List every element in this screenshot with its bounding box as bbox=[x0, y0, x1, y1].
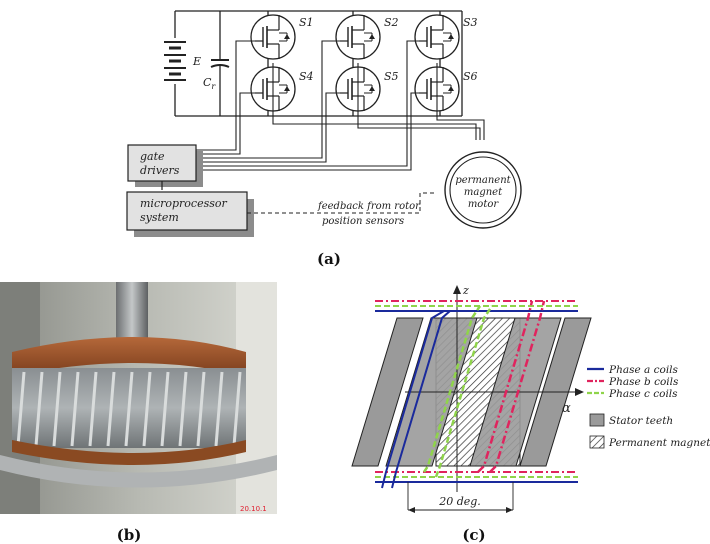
caption-c: (c) bbox=[462, 526, 485, 544]
battery-symbol bbox=[162, 38, 188, 84]
caption-b: (b) bbox=[117, 526, 142, 544]
phase-b-coil-1 bbox=[477, 300, 534, 473]
feedback-line bbox=[247, 192, 436, 214]
switch-s4-label: S4 bbox=[299, 70, 314, 83]
motor-symbol bbox=[444, 151, 522, 229]
legend-swatch-magnet bbox=[589, 435, 605, 449]
switch-s3-label: S3 bbox=[463, 16, 478, 29]
alpha-axis-label: α bbox=[562, 401, 571, 416]
legend-label-stator: Stator teeth bbox=[609, 415, 673, 427]
switch-s1-label: S1 bbox=[299, 16, 314, 29]
switch-s3-icon bbox=[414, 14, 460, 60]
phase-c-coil-1 bbox=[434, 305, 494, 478]
z-axis-label: z bbox=[462, 284, 469, 297]
switch-s2-label: S2 bbox=[384, 16, 399, 29]
microprocessor-label-1: microprocessor bbox=[140, 197, 227, 210]
photo-stamp: 20.10.1 bbox=[240, 505, 267, 513]
gate-drivers-label-1: gate bbox=[140, 150, 165, 163]
motor-label-1: permanent bbox=[455, 175, 511, 186]
gate-wires bbox=[196, 40, 419, 171]
phase-a-coil-1 bbox=[381, 310, 445, 489]
legend-swatch-stator bbox=[589, 413, 605, 427]
legend: Phase a coils Phase b coils Phase c coil… bbox=[587, 364, 710, 449]
phase-a-coil-2 bbox=[391, 310, 451, 489]
microprocessor-label-2: system bbox=[140, 211, 179, 224]
phase-b-coil-2 bbox=[489, 300, 546, 473]
legend-label-magnet: Permanent magnet bbox=[608, 437, 710, 449]
feedback-label-1: feedback from rotor bbox=[317, 201, 421, 212]
stator-tooth-left bbox=[351, 317, 424, 467]
motor-label-3: motor bbox=[468, 199, 500, 210]
legend-label-phase-b: Phase b coils bbox=[608, 376, 679, 388]
motor-label-2: magnet bbox=[464, 187, 503, 198]
angle-label: 20 deg. bbox=[438, 495, 481, 508]
switch-s5-label: S5 bbox=[384, 70, 399, 83]
panel-c-diagram: 20 deg. z α bbox=[351, 284, 592, 513]
motor-wires bbox=[272, 63, 485, 140]
microprocessor-box bbox=[126, 191, 248, 231]
legend-label-phase-c: Phase c coils bbox=[608, 388, 678, 400]
phase-c-coil-2 bbox=[422, 305, 482, 473]
feedback-label-2: position sensors bbox=[322, 216, 404, 227]
panel-b-photo: 20.10.1 bbox=[0, 282, 277, 514]
capacitor-symbol bbox=[210, 59, 230, 68]
battery-label: E bbox=[192, 55, 201, 68]
caption-a: (a) bbox=[317, 250, 341, 268]
capacitor-label: Cr bbox=[203, 76, 216, 91]
legend-label-phase-a: Phase a coils bbox=[608, 364, 679, 376]
switch-s6-label: S6 bbox=[463, 70, 478, 83]
switch-s2-icon bbox=[335, 14, 381, 60]
switch-s1-icon bbox=[250, 14, 296, 60]
gate-drivers-label-2: drivers bbox=[140, 164, 180, 177]
